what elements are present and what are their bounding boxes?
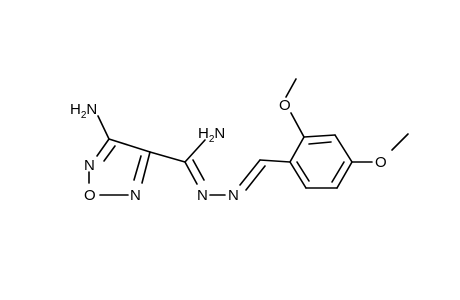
- bond-o2-ch3: [391, 133, 409, 151]
- bond-ar4-ar5: [336, 161, 353, 189]
- bond-c4-c3: [108, 138, 151, 153]
- bond-camidine-n1-double: [192, 159, 205, 181]
- bond-c4-n-upper-double: [103, 145, 116, 162]
- bond-n-lower-c3-double: [133, 155, 142, 181]
- hydrazone-n2-label: N: [228, 187, 239, 204]
- bond-c3-camidine: [149, 151, 186, 163]
- bond-c4-n-upper: [96, 138, 110, 157]
- bond-ar6-ar1-double: [296, 161, 310, 182]
- bond-ar2-ar3-double: [308, 141, 332, 145]
- ring-o-label: O: [84, 187, 96, 204]
- hydrazone-n1-label: N: [197, 187, 208, 204]
- bond-ar3-ar4: [334, 134, 353, 163]
- bond-c4-nh2: [97, 115, 110, 140]
- bond-ar2-ar3: [303, 134, 336, 138]
- bond-ar2-o1: [290, 112, 305, 138]
- bond-n2-ch-double: [245, 165, 266, 191]
- bond-ch-ring: [259, 159, 291, 163]
- bond-o1-ch3: [285, 78, 297, 98]
- bond-ar6-ar1: [289, 161, 307, 189]
- methoxy-o1-label: O: [279, 97, 291, 114]
- bond-camidine-nh2: [184, 139, 206, 163]
- nh2-top-label: H2N: [70, 101, 97, 121]
- bond-ar1-ar2: [289, 136, 305, 163]
- methoxy-o2-label: O: [375, 154, 387, 171]
- bond-camidine-n1: [184, 161, 198, 185]
- ring-n-lower-label: N: [130, 187, 141, 204]
- nh2-amidine-label: H2N: [198, 125, 225, 145]
- bond-n-lower-c3: [141, 151, 151, 184]
- bond-n2-ch: [239, 159, 261, 186]
- ring-n-upper-label: N: [84, 157, 95, 174]
- bond-ar4-ar5-double: [331, 161, 345, 183]
